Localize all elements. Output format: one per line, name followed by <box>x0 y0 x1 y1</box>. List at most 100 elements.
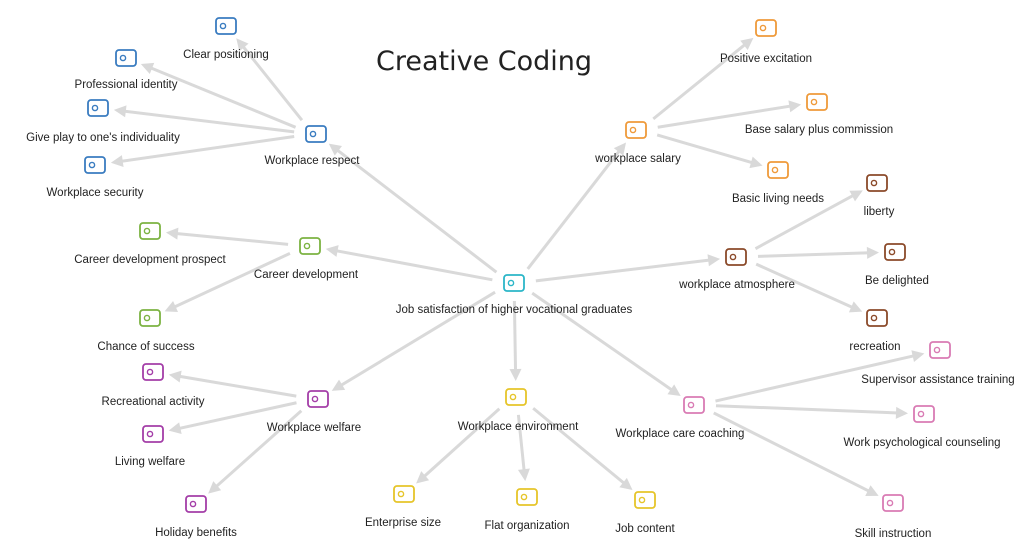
node-label: Basic living needs <box>732 193 824 205</box>
node-dot-icon <box>303 242 311 250</box>
node-job-content[interactable]: Job content <box>615 491 676 535</box>
node-label: Workplace respect <box>264 155 360 167</box>
edge-career-development-career-development-prospect <box>165 227 289 246</box>
edge-workplace-respect-professional-identity <box>140 62 297 129</box>
node-dot-icon <box>507 279 515 287</box>
node-dot-icon <box>729 253 737 261</box>
node-dot-icon <box>397 490 405 498</box>
edge-workplace-welfare-recreational-activity <box>168 370 297 398</box>
node-workplace-care-coaching[interactable]: Workplace care coaching <box>616 396 745 440</box>
node-supervisor-assistance-training[interactable]: Supervisor assistance training <box>861 341 1015 386</box>
node-liberty[interactable]: liberty <box>864 174 895 218</box>
page-title: Creative Coding <box>376 46 593 77</box>
node-label: Workplace welfare <box>267 422 361 434</box>
edge-workplace-salary-basic-living-needs <box>656 133 763 169</box>
node-dot-icon <box>219 22 227 30</box>
edge-workplace-salary-base-salary-plus-commission <box>657 100 802 129</box>
node-dot-icon <box>143 227 151 235</box>
node-label: workplace salary <box>594 153 681 165</box>
node-workplace-environment[interactable]: Workplace environment <box>458 388 579 433</box>
node-basic-living-needs[interactable]: Basic living needs <box>732 161 824 205</box>
node-label: Workplace environment <box>458 421 579 433</box>
edge-workplace-environment-enterprise-size <box>416 407 501 484</box>
node-label: Supervisor assistance training <box>861 374 1014 386</box>
edge-workplace-environment-flat-organization <box>516 414 530 482</box>
node-dot-icon <box>509 393 517 401</box>
node-dot-icon <box>886 499 894 507</box>
node-label: Chance of success <box>97 341 194 353</box>
node-dot-icon <box>311 395 319 403</box>
node-holiday-benefits[interactable]: Holiday benefits <box>155 495 237 539</box>
node-label: recreation <box>849 341 900 353</box>
node-recreation[interactable]: recreation <box>849 309 901 353</box>
edge-workplace-welfare-holiday-benefits <box>208 409 303 494</box>
nodes: Job satisfaction of higher vocational gr… <box>26 17 1015 539</box>
node-enterprise-size[interactable]: Enterprise size <box>365 485 441 529</box>
node-dot-icon <box>888 248 896 256</box>
node-workplace-welfare[interactable]: Workplace welfare <box>267 390 361 434</box>
edge-center-workplace-atmosphere <box>535 254 721 283</box>
node-label: Flat organization <box>484 520 569 532</box>
node-give-play-to-one-s-individuality[interactable]: Give play to one's individuality <box>26 99 180 144</box>
edge-workplace-atmosphere-recreation <box>755 262 863 313</box>
node-flat-organization[interactable]: Flat organization <box>484 488 570 532</box>
edge-center-workplace-respect <box>328 143 498 274</box>
node-label: Professional identity <box>75 79 178 91</box>
node-center[interactable]: Job satisfaction of higher vocational gr… <box>396 274 633 316</box>
node-label: Job satisfaction of higher vocational gr… <box>396 304 633 316</box>
node-dot-icon <box>119 54 127 62</box>
edge-workplace-respect-clear-positioning <box>236 38 304 122</box>
node-professional-identity[interactable]: Professional identity <box>75 49 178 91</box>
node-dot-icon <box>88 161 96 169</box>
node-workplace-atmosphere[interactable]: workplace atmosphere <box>678 248 795 291</box>
node-living-welfare[interactable]: Living welfare <box>115 425 185 468</box>
node-label: Career development <box>254 269 359 281</box>
node-chance-of-success[interactable]: Chance of success <box>97 309 195 353</box>
node-dot-icon <box>759 24 767 32</box>
node-recreational-activity[interactable]: Recreational activity <box>102 363 205 408</box>
node-clear-positioning[interactable]: Clear positioning <box>183 17 269 61</box>
node-label: workplace atmosphere <box>678 279 795 291</box>
node-dot-icon <box>870 314 878 322</box>
node-label: Work psychological counseling <box>843 437 1000 449</box>
node-dot-icon <box>638 496 646 504</box>
edge-workplace-care-coaching-work-psychological-counseling <box>715 404 909 419</box>
node-label: Base salary plus commission <box>745 124 893 136</box>
node-label: Living welfare <box>115 456 185 468</box>
edge-workplace-respect-give-play-to-one-s-individuality <box>113 105 295 134</box>
node-dot-icon <box>143 314 151 322</box>
edge-workplace-care-coaching-skill-instruction <box>713 411 879 497</box>
edge-workplace-salary-positive-excitation <box>652 37 754 121</box>
node-label: Be delighted <box>865 275 929 287</box>
node-label: liberty <box>864 206 895 218</box>
node-work-psychological-counseling[interactable]: Work psychological counseling <box>843 405 1001 449</box>
node-label: Holiday benefits <box>155 527 237 539</box>
node-be-delighted[interactable]: Be delighted <box>865 243 929 287</box>
edge-workplace-atmosphere-be-delighted <box>757 246 880 259</box>
edge-workplace-atmosphere-liberty <box>754 190 863 250</box>
node-workplace-salary[interactable]: workplace salary <box>594 121 681 165</box>
node-career-development[interactable]: Career development <box>254 237 359 281</box>
node-workplace-security[interactable]: Workplace security <box>47 156 144 199</box>
node-career-development-prospect[interactable]: Career development prospect <box>74 222 227 266</box>
edge-workplace-care-coaching-supervisor-assistance-training <box>715 350 925 403</box>
node-workplace-respect[interactable]: Workplace respect <box>264 125 360 167</box>
node-dot-icon <box>146 430 154 438</box>
node-skill-instruction[interactable]: Skill instruction <box>855 494 932 539</box>
node-label: Skill instruction <box>855 528 932 539</box>
node-positive-excitation[interactable]: Positive excitation <box>720 19 812 65</box>
node-dot-icon <box>146 368 154 376</box>
edge-center-career-development <box>325 245 493 282</box>
node-dot-icon <box>810 98 818 106</box>
node-dot-icon <box>91 104 99 112</box>
node-label: Give play to one's individuality <box>26 132 180 144</box>
edge-career-development-chance-of-success <box>164 252 291 312</box>
node-label: Workplace security <box>47 187 144 199</box>
edge-workplace-environment-job-content <box>532 407 633 491</box>
node-dot-icon <box>309 130 317 138</box>
node-dot-icon <box>687 401 695 409</box>
edge-workplace-welfare-living-welfare <box>168 401 297 435</box>
node-base-salary-plus-commission[interactable]: Base salary plus commission <box>745 93 893 136</box>
node-dot-icon <box>870 179 878 187</box>
